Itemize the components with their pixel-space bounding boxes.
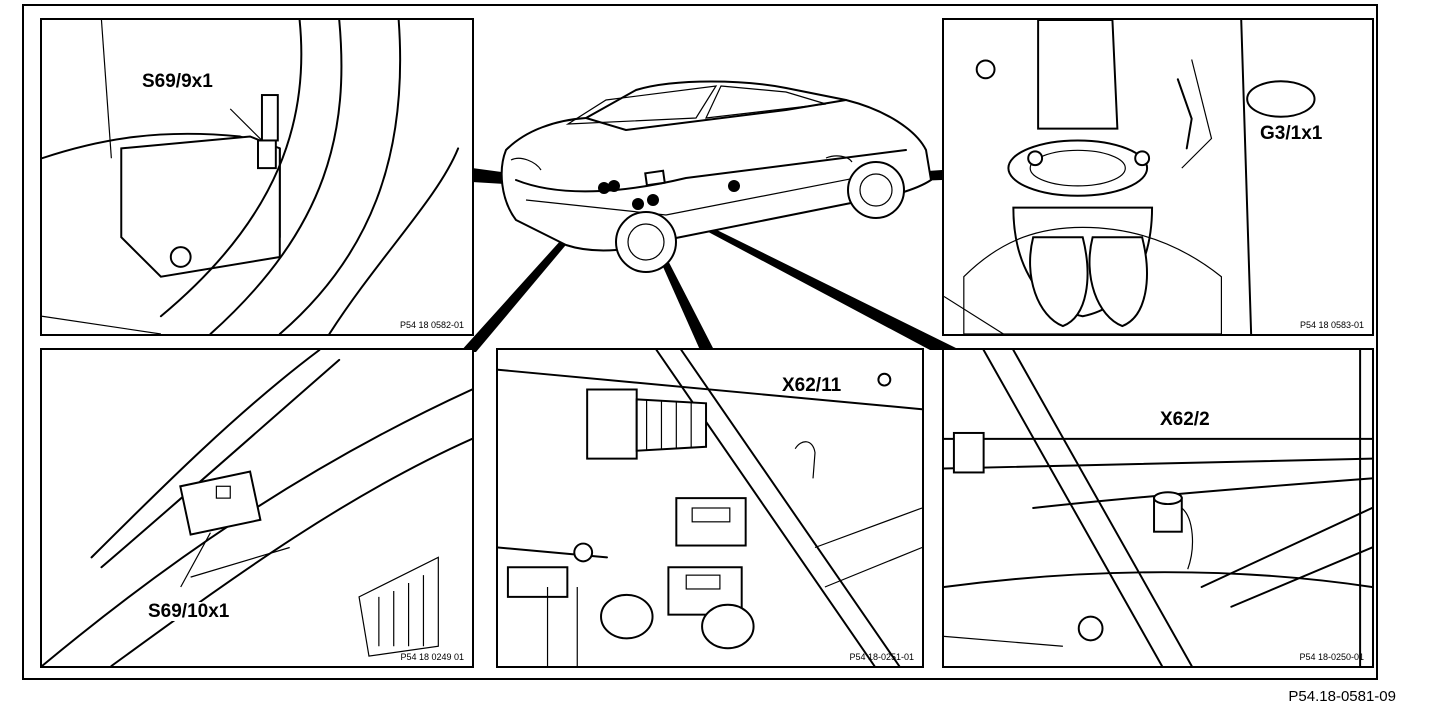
panel-bottom-left-drawing	[42, 350, 472, 666]
panel-ref-bottom-left: P54 18 0249 01	[400, 652, 464, 662]
panel-ref-bottom-right: P54 18-0250-01	[1299, 652, 1364, 662]
callout-x62-2: X62/2	[1158, 409, 1212, 430]
callout-s69-9x1: S69/9x1	[140, 71, 215, 92]
callout-s69-10x1: S69/10x1	[146, 601, 232, 622]
panel-top-left-drawing	[42, 20, 460, 334]
panel-top-left: S69/9x1 P54 18 0582-01	[40, 18, 474, 336]
panel-ref-top-right: P54 18 0583-01	[1299, 320, 1364, 330]
car-overview	[486, 70, 940, 290]
callout-g3-1x1: G3/1x1	[1258, 123, 1325, 144]
car-overview-icon	[500, 80, 933, 273]
panel-bottom-left: S69/10x1 P54 18 0249 01	[40, 348, 474, 668]
callout-x62-11: X62/11	[780, 375, 844, 396]
panel-top-right-drawing	[944, 20, 1316, 334]
figure-id: P54.18-0581-09	[1288, 688, 1396, 705]
panel-ref-top-left: P54 18 0582-01	[399, 320, 464, 330]
panel-bottom-right-drawing	[944, 350, 1372, 666]
panel-bottom-middle: X62/11 P54 18-0251-01	[496, 348, 924, 668]
panel-ref-bottom-middle: P54 18-0251-01	[849, 652, 914, 662]
panel-bottom-right: X62/2 P54 18-0250-01	[942, 348, 1374, 668]
diagram-frame	[22, 4, 1378, 680]
panel-bottom-middle-drawing	[498, 350, 922, 666]
panel-top-right: G3/1x1 P54 18 0583-01	[942, 18, 1374, 336]
